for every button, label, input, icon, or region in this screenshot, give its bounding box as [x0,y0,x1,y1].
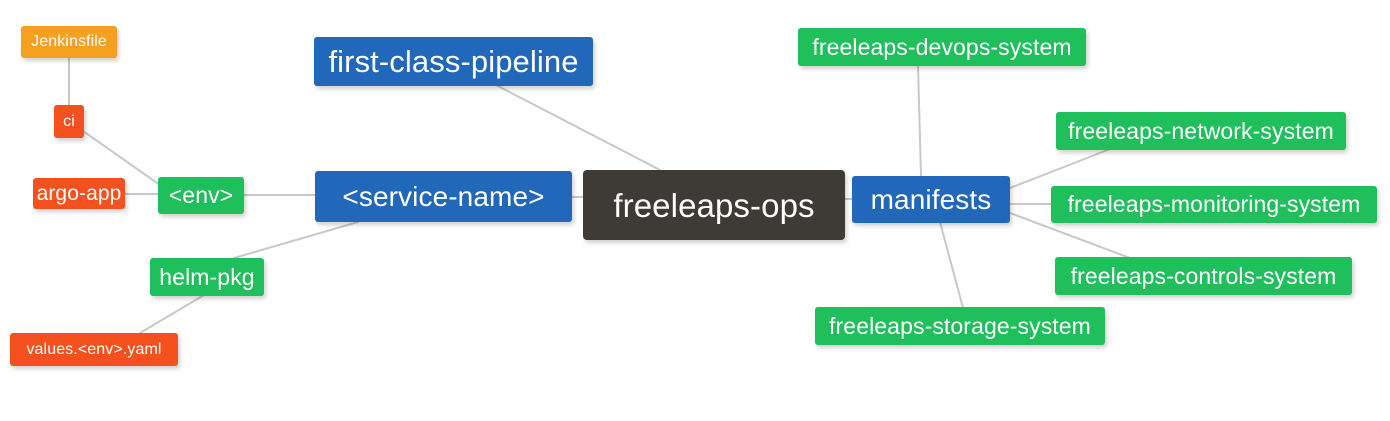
edge-helmpkg-servicename [233,221,359,259]
edge-valuesyaml-helmpkg [139,294,205,334]
node-freeleaps-devops-system[interactable]: freeleaps-devops-system [798,28,1086,66]
node-freeleaps-monitoring-system[interactable]: freeleaps-monitoring-system [1051,186,1377,223]
node-ci[interactable]: ci [54,105,84,138]
edge-manifests-devopssystem [917,64,922,177]
node-freeleaps-network-system[interactable]: freeleaps-network-system [1056,112,1346,150]
node-manifests[interactable]: manifests [852,176,1010,223]
node-root-freeleaps-ops[interactable]: freeleaps-ops [583,170,845,240]
edge-manifests-storagesystem [939,221,964,309]
node-first-class-pipeline[interactable]: first-class-pipeline [314,37,593,86]
node-freeleaps-storage-system[interactable]: freeleaps-storage-system [815,307,1105,345]
node-freeleaps-controls-system[interactable]: freeleaps-controls-system [1055,257,1352,295]
edge-ci-env [82,130,161,186]
node-helm-pkg[interactable]: helm-pkg [150,258,264,296]
node-values-yaml[interactable]: values.<env>.yaml [10,333,178,366]
node-service-name[interactable]: <service-name> [315,171,572,222]
node-jenkinsfile[interactable]: Jenkinsfile [21,26,117,58]
node-env[interactable]: <env> [158,177,244,214]
edge-manifests-networksystem [1009,148,1111,189]
edge-firstclasspipeline-root [495,84,661,171]
node-argo-app[interactable]: argo-app [33,178,125,209]
